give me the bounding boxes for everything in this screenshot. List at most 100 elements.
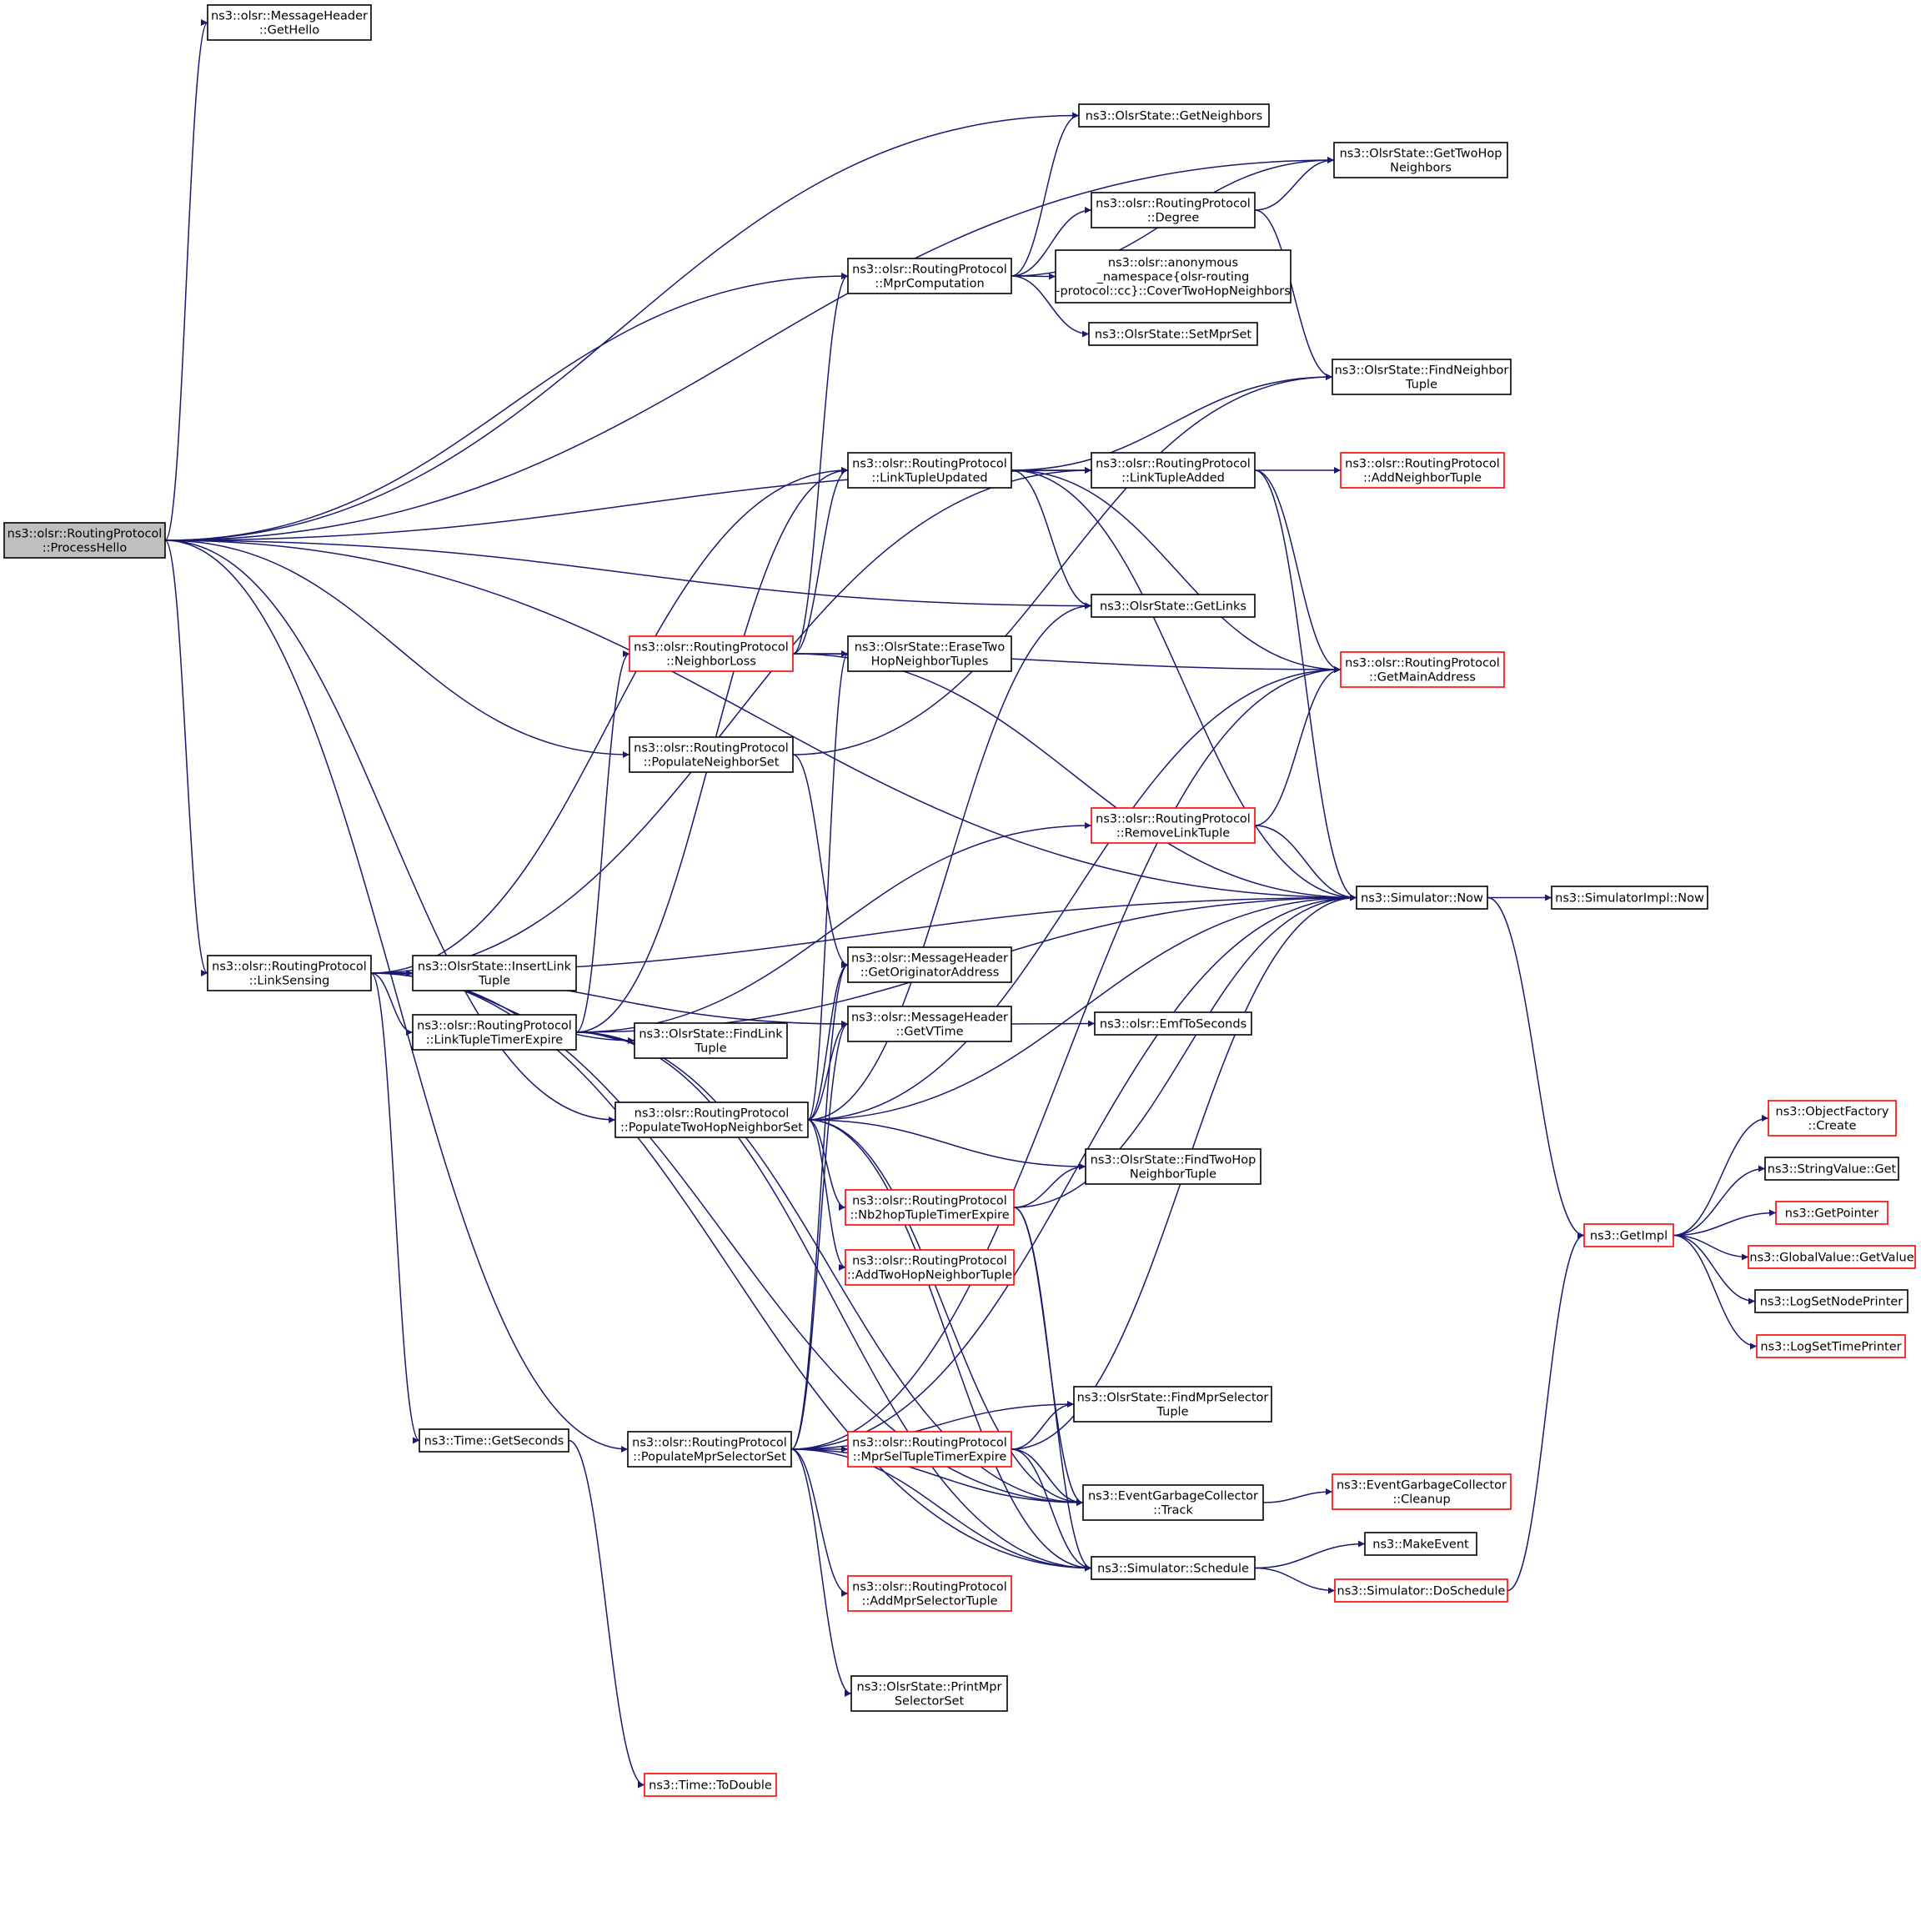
edge-path xyxy=(807,894,1357,1121)
edge-processhello-to-populatemprselector xyxy=(164,539,629,1453)
node-degree[interactable]: ns3::olsr::RoutingProtocol::Degree xyxy=(1091,192,1256,228)
edge-linksensing-to-linktupleupdated xyxy=(370,467,849,974)
edge-path xyxy=(575,650,630,1033)
node-label-line: ns3::OlsrState::FindLink xyxy=(639,1028,783,1041)
node-doschedule[interactable]: ns3::Simulator::DoSchedule xyxy=(1334,1578,1508,1603)
node-simnow[interactable]: ns3::Simulator::Now xyxy=(1356,886,1488,910)
edge-path xyxy=(164,157,1335,541)
node-populatetwohop[interactable]: ns3::olsr::RoutingProtocol::PopulateTwoH… xyxy=(614,1101,809,1138)
node-label-line: ::LinkSensing xyxy=(249,975,330,988)
edge-neighborloss-to-simnow xyxy=(792,653,1357,901)
edge-path xyxy=(1487,896,1585,1239)
edge-getimpl-to-globalvalue xyxy=(1673,1234,1749,1261)
edge-path xyxy=(1011,207,1092,277)
edge-path xyxy=(790,1448,849,1597)
node-populatemprselector[interactable]: ns3::olsr::RoutingProtocol::PopulateMprS… xyxy=(627,1431,792,1468)
edge-egctrack-to-egccleanup xyxy=(1262,1488,1333,1503)
node-linktupletimerexpire[interactable]: ns3::olsr::RoutingProtocol::LinkTupleTim… xyxy=(412,1014,577,1051)
node-populateneighborset[interactable]: ns3::olsr::RoutingProtocol::PopulateNeig… xyxy=(629,736,794,773)
node-box xyxy=(1091,452,1256,489)
edge-path xyxy=(370,972,1092,1572)
node-addmprselector[interactable]: ns3::olsr::RoutingProtocol::AddMprSelect… xyxy=(847,1575,1012,1612)
node-label-line: ns3::olsr::RoutingProtocol xyxy=(852,1195,1007,1208)
node-schedule[interactable]: ns3::Simulator::Schedule xyxy=(1091,1556,1256,1580)
node-label-line: ns3::OlsrState::GetNeighbors xyxy=(1086,110,1262,123)
node-mprseltimer[interactable]: ns3::olsr::RoutingProtocol::MprSelTupleT… xyxy=(847,1431,1012,1468)
node-egccleanup[interactable]: ns3::EventGarbageCollector::Cleanup xyxy=(1332,1473,1512,1510)
node-getlinks[interactable]: ns3::OlsrState::GetLinks xyxy=(1091,594,1256,618)
edge-path xyxy=(370,467,1092,974)
node-label-line: ::AddMprSelectorTuple xyxy=(861,1595,997,1608)
node-getseconds[interactable]: ns3::Time::GetSeconds xyxy=(419,1428,569,1453)
edge-path xyxy=(1254,209,1333,380)
edge-getimpl-to-lognodeprinter xyxy=(1673,1234,1756,1305)
node-box xyxy=(847,635,1012,672)
node-addtwohop[interactable]: ns3::olsr::RoutingProtocol::AddTwoHopNei… xyxy=(845,1249,1015,1286)
node-label-line: ::AddNeighborTuple xyxy=(1363,472,1482,485)
node-label-line: ::LinkTupleAdded xyxy=(1121,472,1225,485)
node-stringvalue[interactable]: ns3::StringValue::Get xyxy=(1764,1157,1899,1181)
node-label-line: ::PopulateNeighborSet xyxy=(644,756,780,770)
node-label-line: Tuple xyxy=(478,975,510,988)
node-processhello[interactable]: ns3::olsr::RoutingProtocol::ProcessHello xyxy=(3,522,166,559)
node-getneighbors[interactable]: ns3::OlsrState::GetNeighbors xyxy=(1078,103,1270,128)
node-label-line: Tuple xyxy=(695,1042,727,1056)
node-setmprset[interactable]: ns3::OlsrState::SetMprSet xyxy=(1088,322,1258,346)
edge-path xyxy=(1011,469,1092,610)
node-box xyxy=(845,1249,1015,1286)
node-box xyxy=(847,258,1012,294)
node-label-line: ns3::OlsrState::FindNeighbor xyxy=(1335,364,1509,378)
node-linktupleadded[interactable]: ns3::olsr::RoutingProtocol::LinkTupleAdd… xyxy=(1091,452,1256,489)
node-removelinktuple[interactable]: ns3::olsr::RoutingProtocol::RemoveLinkTu… xyxy=(1091,807,1256,844)
edge-linktupleupdated-to-findneighbor xyxy=(1011,374,1333,471)
node-getpointer[interactable]: ns3::GetPointer xyxy=(1775,1201,1888,1225)
node-linksensing[interactable]: ns3::olsr::RoutingProtocol::LinkSensing xyxy=(207,955,372,991)
node-simimplnow[interactable]: ns3::SimulatorImpl::Now xyxy=(1551,886,1708,910)
node-box xyxy=(847,946,1012,983)
node-neighborloss[interactable]: ns3::olsr::RoutingProtocol::NeighborLoss xyxy=(629,635,794,672)
node-nb2hop[interactable]: ns3::olsr::RoutingProtocol::Nb2hopTupleT… xyxy=(845,1189,1015,1226)
node-label-line: ns3::Simulator::Schedule xyxy=(1097,1563,1249,1576)
node-addneighbortuple[interactable]: ns3::olsr::RoutingProtocol::AddNeighborT… xyxy=(1340,452,1505,489)
node-globalvalue[interactable]: ns3::GlobalValue::GetValue xyxy=(1748,1245,1916,1269)
node-objectfactory[interactable]: ns3::ObjectFactory::Create xyxy=(1768,1100,1897,1137)
node-logtimeprinter[interactable]: ns3::LogSetTimePrinter xyxy=(1756,1334,1906,1358)
node-egctrack[interactable]: ns3::EventGarbageCollector::Track xyxy=(1082,1484,1264,1521)
node-covertwohop[interactable]: ns3::olsr::anonymous_namespace{olsr-rout… xyxy=(1055,249,1292,304)
node-box xyxy=(1334,1578,1508,1603)
edge-path xyxy=(1254,157,1335,211)
node-box xyxy=(847,452,1012,489)
node-getoriginator[interactable]: ns3::olsr::MessageHeader::GetOriginatorA… xyxy=(847,946,1012,983)
node-erasetwohop[interactable]: ns3::OlsrState::EraseTwoHopNeighborTuple… xyxy=(847,635,1012,672)
edge-populatemprselector-to-getvtime xyxy=(790,1021,849,1450)
edge-linktupletimerexpire-to-removelinktuple xyxy=(575,822,1092,1033)
node-label-line: ns3::olsr::RoutingProtocol xyxy=(417,1020,572,1033)
node-getmainaddress[interactable]: ns3::olsr::RoutingProtocol::GetMainAddre… xyxy=(1340,651,1505,688)
node-todouble[interactable]: ns3::Time::ToDouble xyxy=(644,1773,777,1797)
edge-degree-to-findneighbor xyxy=(1254,209,1333,380)
node-label-line: ns3::olsr::RoutingProtocol xyxy=(8,528,163,541)
node-label-line: ns3::olsr::RoutingProtocol xyxy=(1345,657,1500,670)
node-linktupleupdated[interactable]: ns3::olsr::RoutingProtocol::LinkTupleUpd… xyxy=(847,452,1012,489)
edge-path xyxy=(1011,1448,1092,1572)
node-getvtime[interactable]: ns3::olsr::MessageHeader::GetVTime xyxy=(847,1006,1012,1042)
edge-path xyxy=(807,961,849,1121)
node-box xyxy=(1082,1484,1264,1521)
node-mprcomp[interactable]: ns3::olsr::RoutingProtocol::MprComputati… xyxy=(847,258,1012,294)
node-emftoseconds[interactable]: ns3::olsr::EmfToSeconds xyxy=(1094,1011,1252,1036)
node-box xyxy=(1085,1148,1261,1185)
node-label-line: ns3::LogSetTimePrinter xyxy=(1760,1341,1901,1354)
node-makeevent[interactable]: ns3::MakeEvent xyxy=(1364,1532,1477,1556)
node-getimpl[interactable]: ns3::GetImpl xyxy=(1583,1223,1674,1247)
edge-linktupleadded-to-simnow xyxy=(1254,469,1357,901)
node-gethello[interactable]: ns3::olsr::MessageHeader::GetHello xyxy=(207,4,372,41)
node-lognodeprinter[interactable]: ns3::LogSetNodePrinter xyxy=(1754,1289,1908,1313)
edge-mprcomp-to-degree xyxy=(1011,207,1092,277)
